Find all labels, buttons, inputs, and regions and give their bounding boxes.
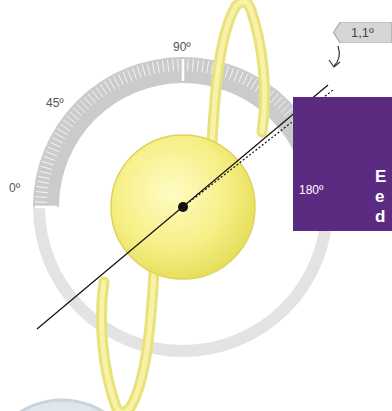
tick (77, 104, 86, 112)
tick (105, 81, 111, 91)
tick (114, 76, 120, 87)
tick (251, 79, 257, 89)
tick (238, 72, 243, 83)
haptic (101, 272, 154, 411)
tick (92, 90, 99, 99)
tick (274, 97, 282, 106)
tick (225, 66, 229, 77)
angle-label: 180º (299, 183, 323, 197)
tick (100, 84, 107, 94)
tick (172, 59, 174, 71)
tick (60, 124, 70, 131)
tick (50, 142, 61, 147)
tick (39, 171, 51, 174)
lens-optic (111, 135, 255, 279)
tick (247, 76, 253, 87)
tick (70, 112, 79, 120)
tick (137, 66, 141, 77)
tick (197, 60, 198, 72)
axis-line (37, 85, 328, 329)
tick (230, 68, 234, 79)
tick (35, 206, 57, 209)
arrow-head (329, 60, 340, 67)
tick (147, 63, 150, 75)
tick (55, 133, 65, 139)
tick (123, 72, 128, 83)
tick (44, 156, 55, 160)
angle-label: 90º (173, 40, 191, 54)
tick (118, 74, 123, 85)
tick (38, 176, 50, 178)
node-text: 1,1º (351, 25, 386, 40)
tick (36, 192, 48, 193)
tick (168, 60, 169, 72)
tick (66, 116, 75, 123)
tick (41, 166, 53, 169)
tick (63, 120, 73, 127)
tick (277, 101, 285, 110)
tick (36, 186, 48, 188)
tick (73, 108, 82, 116)
tick (243, 74, 248, 85)
tick (132, 68, 136, 79)
tick (157, 61, 159, 73)
tick (96, 87, 103, 97)
tick (35, 201, 47, 202)
tick (109, 79, 115, 89)
tick (46, 152, 57, 156)
tick (162, 60, 164, 72)
center-dot (178, 202, 188, 212)
tick (152, 62, 154, 74)
angle-tag: 1,1º (333, 22, 392, 43)
tick (35, 196, 47, 198)
angle-label: 45º (46, 96, 64, 110)
angle-label: 0º (9, 181, 20, 195)
tick (142, 65, 145, 77)
tick (128, 70, 132, 81)
tick (84, 97, 92, 106)
tick (177, 59, 178, 71)
tick (234, 70, 238, 81)
tick (88, 94, 96, 103)
tick (52, 138, 63, 144)
purple-panel: E e d (293, 97, 392, 231)
tick (281, 104, 290, 112)
tick (187, 59, 188, 71)
tick (192, 59, 194, 71)
tick (207, 61, 209, 73)
panel-fill (293, 97, 392, 231)
tick (182, 59, 185, 81)
tick (42, 161, 53, 165)
node-text: E e d (375, 167, 389, 227)
tick (48, 147, 59, 152)
tick (37, 181, 49, 183)
tick (270, 94, 278, 103)
tick (57, 129, 67, 135)
tick (202, 60, 204, 72)
tag-outline (334, 22, 392, 42)
tick (80, 101, 88, 110)
haptic (212, 2, 265, 142)
